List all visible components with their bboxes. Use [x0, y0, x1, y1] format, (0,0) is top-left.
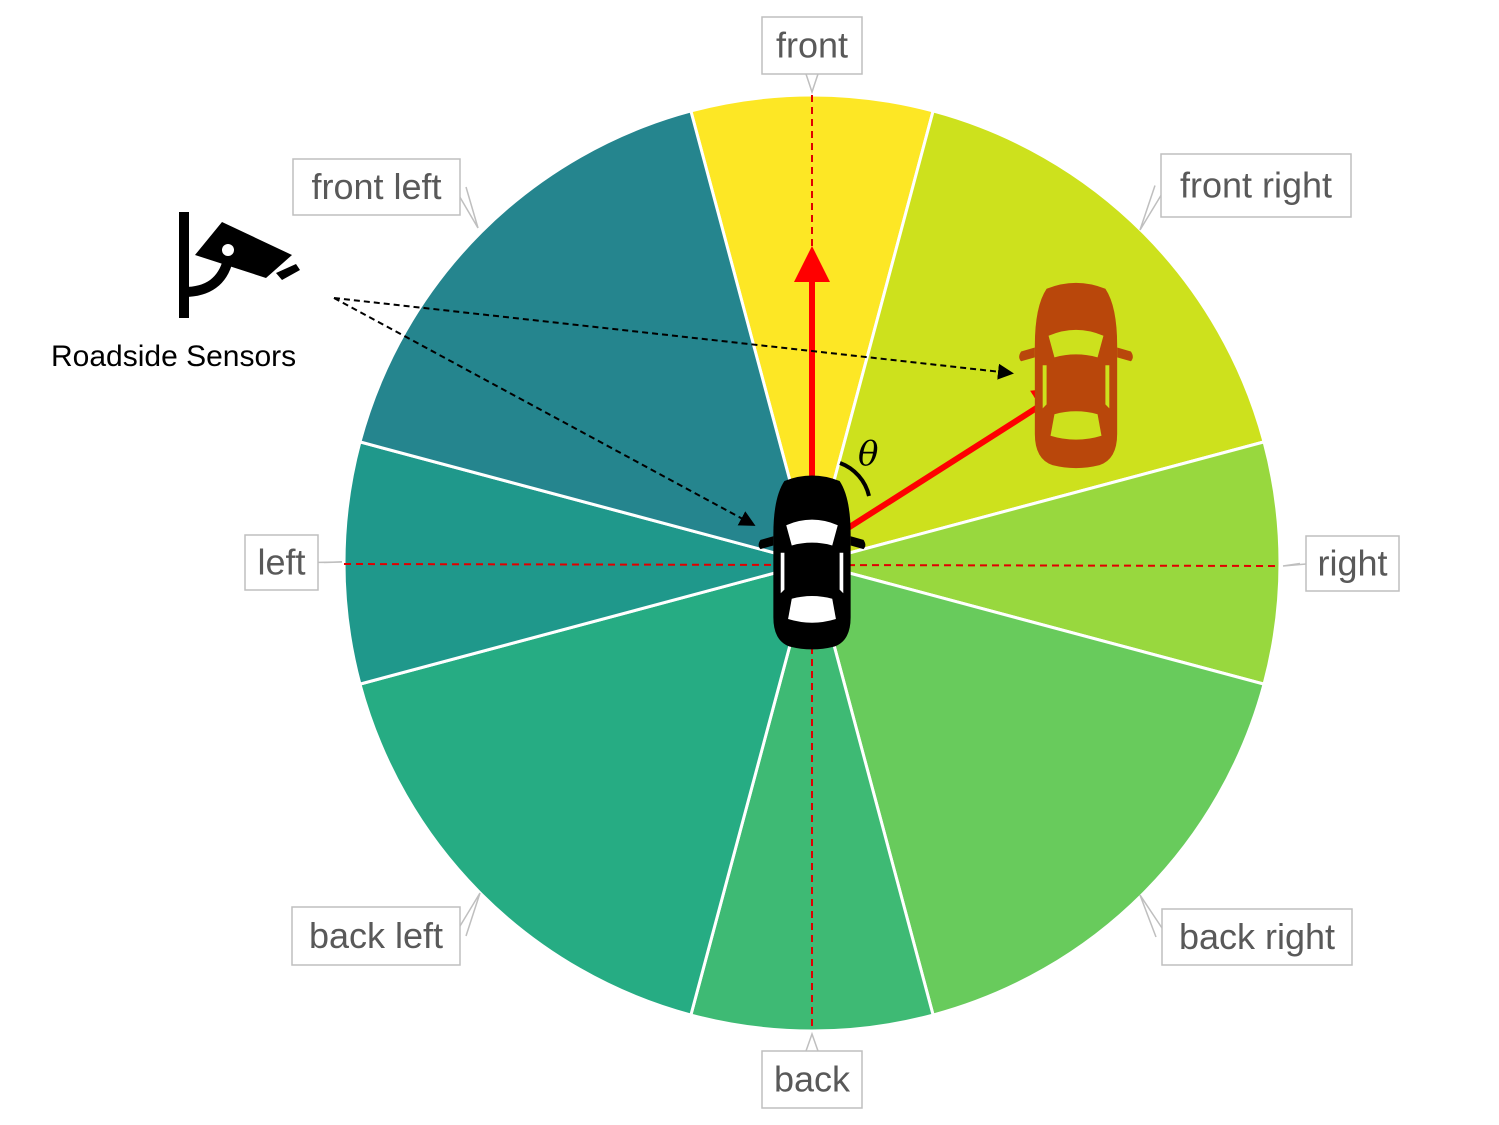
callout-pointer [1139, 894, 1169, 938]
target-direction-arrow [846, 386, 1071, 531]
angle-label: θ [858, 434, 878, 474]
sensor-arrow-to-ego [333, 297, 756, 526]
sector-label-front: front [776, 25, 848, 66]
sensor-arrow-to-target [333, 297, 1014, 380]
callout-box [291, 906, 461, 966]
sensor-arrows [333, 297, 1014, 526]
callout-right: right [1282, 535, 1400, 592]
callout-left: left [244, 534, 343, 591]
callout-pointer [1282, 562, 1313, 567]
sector-label-left: left [257, 542, 305, 583]
sector-label-front-left: front left [311, 166, 441, 207]
callout-box [761, 1050, 863, 1109]
sector-label-callouts: front front right right back right back back … [244, 16, 1400, 1109]
callout-box [1161, 908, 1353, 966]
callout-pointer [311, 561, 343, 564]
sector-label-right: right [1317, 543, 1387, 584]
sector-front-left [358, 109, 815, 566]
callout-back-left: back left [291, 892, 481, 966]
sector-label-back-left: back left [309, 915, 443, 956]
callout-back: back [761, 1031, 863, 1109]
callout-front-right: front right [1139, 153, 1352, 231]
sector-right [806, 440, 1282, 686]
callout-back-right: back right [1139, 894, 1353, 966]
sensor-label: Roadside Sensors [51, 340, 296, 373]
sector-back-left [358, 560, 815, 1017]
callout-pointer [805, 1031, 819, 1052]
callout-box [1160, 153, 1352, 218]
sector-back-right [809, 560, 1266, 1017]
sector-label-back-right: back right [1179, 916, 1335, 957]
callout-box [1305, 535, 1400, 592]
cctv-camera-icon [179, 212, 300, 318]
sector-left [342, 440, 818, 686]
angle-arc [839, 461, 871, 497]
callout-box [292, 158, 461, 216]
callout-front-left: front left [292, 158, 479, 229]
sector-label-back: back [774, 1059, 851, 1100]
sector-label-front-right: front right [1180, 165, 1332, 206]
callout-pointer [805, 73, 819, 95]
callout-front: front [761, 16, 863, 95]
callout-box [761, 16, 863, 75]
callout-box [244, 534, 319, 591]
